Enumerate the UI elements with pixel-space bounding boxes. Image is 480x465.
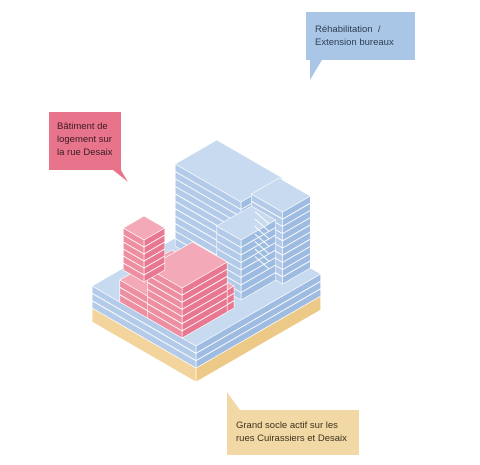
podium-floor-line-right	[195, 280, 321, 354]
podium-floor-line-left	[91, 300, 197, 362]
housing-front-block-floor-line-right	[181, 297, 228, 325]
callout-socle: Grand socle actif sur les rues Cuirassie…	[227, 392, 359, 455]
callout-rehabilitation-line-2: Extension bureaux	[315, 37, 394, 48]
housing-front-block-floor-line-right	[181, 283, 228, 310]
callout-logement-text: Bâtiment de logement sur la rue Desaix	[57, 121, 115, 158]
housing-small-tower-floor-line-right	[143, 241, 166, 255]
housing-building	[119, 215, 235, 339]
office-right-tower-floor-line-left	[251, 200, 283, 220]
callout-socle-line-2: rues Cuirassiers et Desaix	[236, 433, 347, 444]
office-long-bar-floor-line-left	[174, 178, 242, 218]
callout-logement-line-3: la rue Desaix	[57, 147, 113, 158]
housing-front-block-floor-line-left	[147, 289, 183, 310]
housing-front-block-floor-line-left	[147, 274, 183, 296]
housing-front-block-floor-line-left	[147, 296, 183, 317]
callout-socle-line-1: Grand socle actif sur les	[236, 420, 338, 431]
office-right-tower-floor-line-right	[282, 238, 311, 256]
housing-small-tower-floor-line-right	[143, 262, 166, 276]
atrium-glazing-line	[254, 233, 269, 247]
office-right-tower-floor-line-right	[282, 246, 311, 263]
callout-rehabilitation: Réhabilitation / Extension bureaux	[306, 12, 415, 80]
callout-logement-line-2: logement sur	[57, 134, 112, 145]
callout-logement-box	[49, 112, 128, 182]
office-middle-block-floor-line-left	[216, 248, 242, 263]
office-right-tower-floor-line-right	[282, 217, 311, 234]
housing-front-block-floor-line-right	[181, 290, 228, 317]
callout-socle-text: Grand socle actif sur les rues Cuirassie…	[236, 420, 347, 444]
office-middle-block-floor-line-left	[216, 240, 242, 256]
office-long-bar-floor-line-left	[174, 171, 242, 210]
housing-small-tower-floor-line-left	[123, 255, 145, 269]
atrium-glazing-line	[254, 218, 269, 232]
housing-small-tower-floor-line-left	[123, 262, 145, 276]
callout-rehabilitation-text: Réhabilitation / Extension bureaux	[315, 24, 394, 48]
office-right-tower-floor-line-right	[282, 224, 311, 242]
atrium-glazing-line	[254, 211, 269, 224]
office-middle-block-floor-line-left	[216, 233, 242, 248]
atrium-glazing-line	[254, 241, 269, 254]
callout-socle-box	[227, 392, 359, 455]
office-right-tower-floor-line-right	[282, 210, 311, 227]
atrium-glazing-line	[254, 248, 269, 262]
callout-logement: Bâtiment de logement sur la rue Desaix	[49, 112, 128, 182]
atrium-glazing-line	[254, 256, 269, 269]
atrium-glazing-line	[254, 226, 269, 239]
office-right-tower-floor-line-right	[282, 202, 311, 220]
callout-rehabilitation-line-1: Réhabilitation /	[315, 24, 381, 35]
housing-small-tower-floor-line-left	[123, 248, 145, 262]
housing-small-tower-floor-line-right	[143, 234, 166, 248]
office-middle-block-floor-line-right	[240, 257, 276, 278]
housing-front-block-floor-line-left	[147, 303, 183, 325]
housing-small-tower-face-top	[123, 215, 166, 241]
office-right-tower-floor-line-right	[282, 260, 311, 278]
housing-front-block-face-top	[147, 241, 228, 289]
callout-logement-line-1: Bâtiment de	[57, 121, 108, 132]
housing-small-tower-floor-line-left	[123, 234, 145, 248]
podium-floor-line-left	[91, 292, 197, 354]
office-middle-block-floor-line-right	[240, 264, 276, 286]
housing-front-block-floor-line-left	[147, 281, 183, 303]
office-middle-block-floor-line-right	[240, 272, 276, 293]
housing-front-block-floor-line-right	[181, 275, 228, 303]
callout-rehabilitation-box	[306, 12, 415, 80]
office-right-tower-face-top	[251, 177, 311, 213]
housing-small-tower-floor-line-right	[143, 248, 166, 262]
housing-front-block-floor-line-right	[181, 304, 228, 332]
podium-floor-line-right	[195, 288, 321, 362]
housing-small-tower-floor-line-right	[143, 255, 166, 269]
office-right-tower-floor-line-right	[282, 231, 311, 249]
office-right-tower-floor-line-right	[282, 253, 311, 270]
housing-small-tower-floor-line-left	[123, 241, 145, 255]
housing-front-block-floor-line-right	[181, 268, 228, 296]
housing-front-block-floor-line-left	[147, 310, 183, 332]
